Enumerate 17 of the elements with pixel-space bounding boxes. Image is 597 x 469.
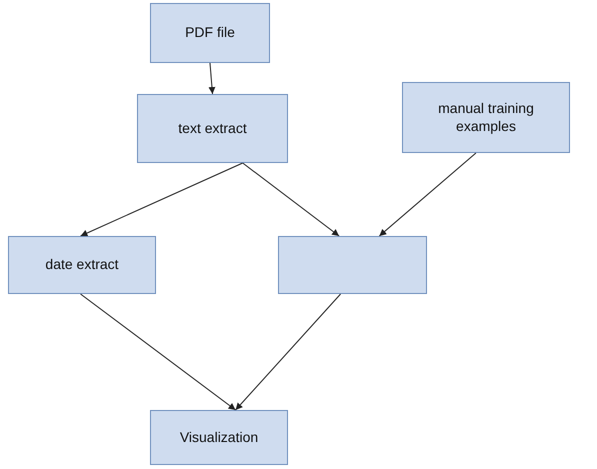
arrow [208, 62, 216, 94]
process-box [278, 236, 427, 294]
process-box [150, 3, 270, 63]
node-label: date extract [44, 256, 120, 274]
arrow [235, 294, 342, 410]
node-label: PDF file [184, 24, 236, 42]
arrow [80, 162, 244, 236]
process-box [8, 236, 156, 294]
process-box [402, 82, 570, 153]
arrow [378, 152, 476, 236]
process-box [150, 410, 288, 465]
arrow [80, 294, 236, 410]
process-box [137, 94, 288, 163]
arrow [242, 162, 340, 236]
node-label: Visualization [178, 428, 260, 446]
node-label: text extract [177, 120, 248, 138]
node-label: manual training examples [437, 100, 535, 135]
